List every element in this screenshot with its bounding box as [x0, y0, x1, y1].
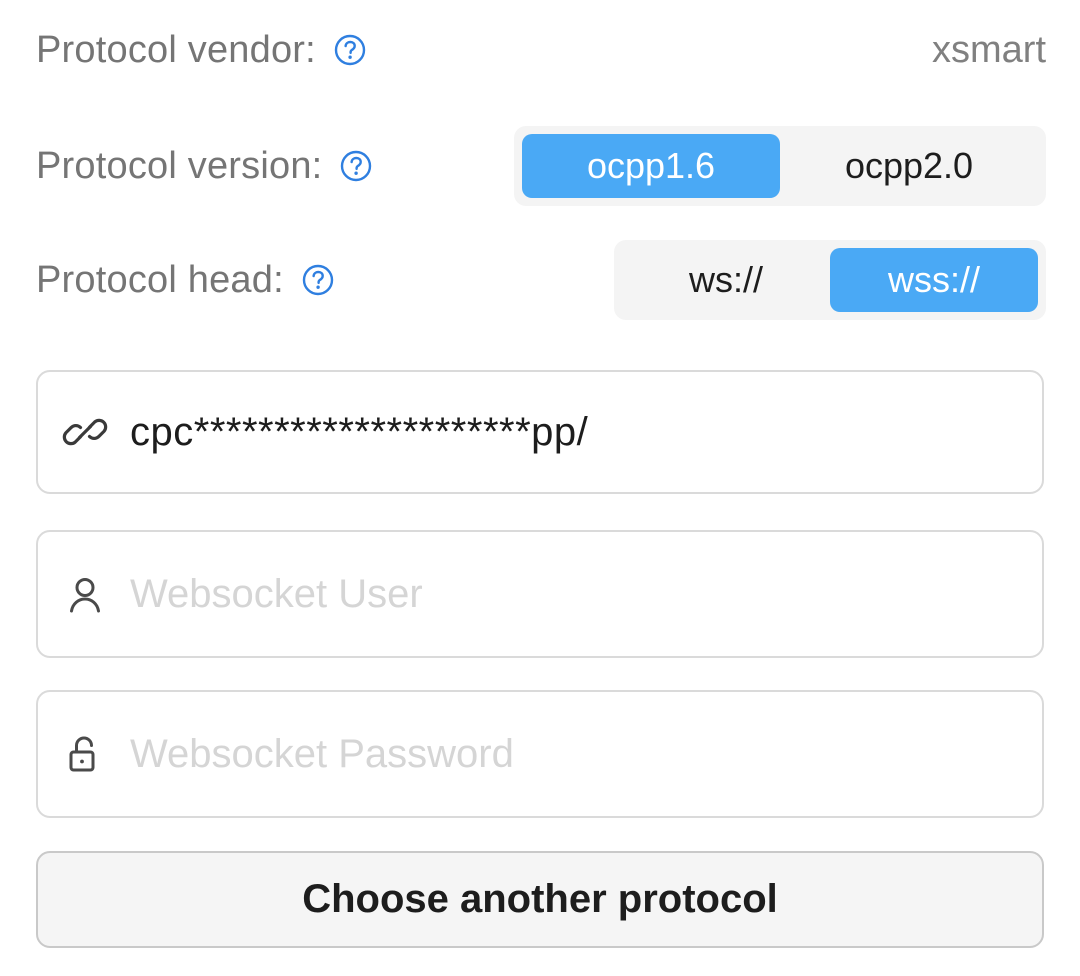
- protocol-version-row: Protocol version: ocpp1.6 ocpp2.0: [0, 118, 1080, 214]
- websocket-url-input[interactable]: cpc*********************pp/: [36, 370, 1044, 494]
- user-icon: [70, 578, 100, 613]
- websocket-url-value: cpc*********************pp/: [130, 409, 589, 454]
- question-circle-icon[interactable]: [340, 150, 372, 182]
- protocol-head-label: Protocol head:: [36, 258, 284, 301]
- choose-another-protocol-button[interactable]: Choose another protocol: [36, 851, 1044, 948]
- unlock-icon: [69, 736, 95, 772]
- websocket-password-input[interactable]: Websocket Password: [36, 690, 1044, 818]
- segment-wss[interactable]: wss://: [830, 248, 1038, 312]
- question-circle-icon[interactable]: [334, 34, 366, 66]
- choose-another-protocol-label: Choose another protocol: [302, 877, 778, 921]
- websocket-password-placeholder: Websocket Password: [130, 731, 514, 776]
- protocol-version-segmented-control: ocpp1.6 ocpp2.0: [514, 126, 1046, 206]
- protocol-vendor-row: Protocol vendor: xsmart: [0, 22, 1080, 78]
- websocket-user-input[interactable]: Websocket User: [36, 530, 1044, 658]
- segment-ocpp16[interactable]: ocpp1.6: [522, 134, 780, 198]
- websocket-user-placeholder: Websocket User: [130, 571, 423, 616]
- protocol-vendor-label: Protocol vendor:: [36, 28, 316, 71]
- protocol-head-segmented-control: ws:// wss://: [614, 240, 1046, 320]
- question-circle-icon[interactable]: [302, 264, 334, 296]
- protocol-head-row: Protocol head: ws:// wss://: [0, 233, 1080, 327]
- segment-ocpp20[interactable]: ocpp2.0: [844, 145, 974, 186]
- protocol-vendor-value: xsmart: [932, 28, 1046, 71]
- segment-ws[interactable]: ws://: [688, 259, 763, 300]
- protocol-version-label: Protocol version:: [36, 144, 323, 187]
- link-icon: [62, 418, 108, 446]
